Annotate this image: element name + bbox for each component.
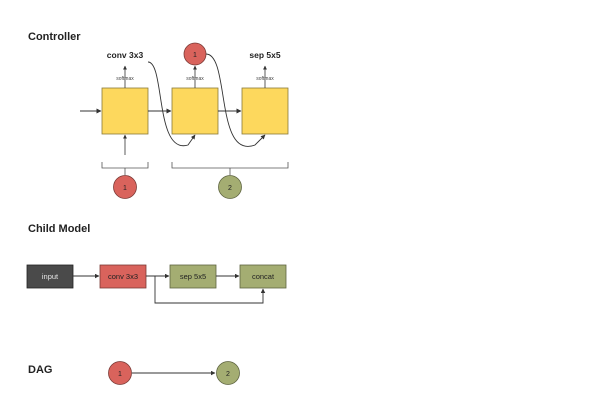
section-title-child-model: Child Model: [28, 223, 90, 235]
child-block-conv-label: conv 3x3: [108, 272, 138, 281]
softmax-label-2: softmax: [186, 76, 204, 82]
child-block-sep-label: sep 5x5: [180, 272, 206, 281]
child-block-concat-label: concat: [252, 272, 275, 281]
controller-group-node-2-label: 2: [228, 185, 232, 192]
controller-feedback-curve-2: [205, 53, 266, 147]
controller-cell-3: [241, 87, 289, 135]
section-title-dag: DAG: [28, 364, 52, 376]
child-block-concat: [239, 264, 287, 289]
controller-cell-1: [101, 87, 149, 135]
dag-node-1: [108, 361, 132, 385]
controller-brace-2: [171, 162, 289, 175]
dag-node-2: [216, 361, 240, 385]
dag-node-1-label: 1: [118, 371, 122, 378]
controller-group-node-1-label: 1: [123, 185, 127, 192]
child-block-conv: [99, 264, 147, 289]
child-skip-conv-concat: [154, 276, 266, 304]
controller-cell-2: [171, 87, 219, 135]
controller-output-3: sep 5x5: [249, 50, 280, 60]
controller-feedback-node-label: 1: [193, 52, 197, 59]
controller-output-1: conv 3x3: [107, 50, 144, 60]
child-block-input: [26, 264, 74, 289]
child-block-input-label: input: [42, 272, 59, 281]
controller-group-node-1: [113, 175, 137, 199]
softmax-label-3: softmax: [256, 76, 274, 82]
dag-node-2-label: 2: [226, 371, 230, 378]
controller-brace-1: [101, 162, 149, 175]
softmax-label-1: softmax: [116, 76, 134, 82]
controller-feedback-curve-1: [147, 61, 196, 147]
section-title-controller: Controller: [28, 31, 81, 43]
controller-group-node-2: [218, 175, 242, 199]
child-block-sep: [169, 264, 217, 289]
